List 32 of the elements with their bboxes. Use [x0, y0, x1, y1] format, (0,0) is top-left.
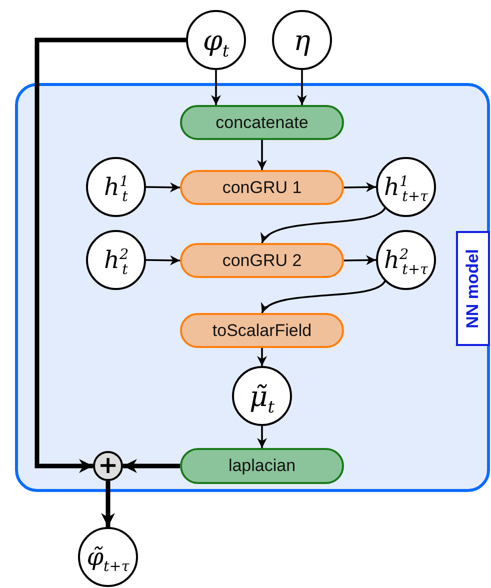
arrow — [297, 70, 307, 105]
arrow — [344, 182, 376, 192]
arrow — [123, 459, 180, 473]
model-tab-label: NN model — [456, 231, 490, 346]
layer-label: conGRU 1 — [222, 178, 302, 198]
plus-sign: + — [98, 453, 118, 477]
operation-box — [180, 448, 344, 484]
layer-label: concatenate — [216, 112, 308, 132]
arrow — [257, 140, 267, 170]
model-container — [15, 83, 490, 492]
layer-label: conGRU 2 — [222, 250, 302, 270]
layer-label: laplacian — [228, 456, 296, 476]
layer-box — [180, 170, 344, 205]
math-symbol: φ$_{t}$ — [202, 24, 230, 56]
arrow — [146, 182, 180, 192]
arrow — [257, 348, 267, 366]
arrow — [261, 207, 386, 244]
arrow — [146, 255, 180, 266]
math-symbol: φ̃$_{t+τ}$ — [86, 543, 130, 571]
math-symbol: μ̃$_{t}$ — [250, 380, 274, 412]
arrow — [257, 426, 267, 448]
arrow — [211, 70, 221, 105]
arrow — [261, 280, 386, 314]
math-symbol: η — [294, 24, 310, 56]
layer-box — [180, 243, 344, 278]
layer-label: toScalarField — [212, 320, 312, 340]
arrow — [344, 255, 376, 266]
layer-box — [180, 313, 344, 348]
operation-box — [180, 105, 344, 140]
arrow — [101, 481, 115, 527]
arrow — [34, 38, 186, 473]
sum-circle — [93, 451, 123, 481]
